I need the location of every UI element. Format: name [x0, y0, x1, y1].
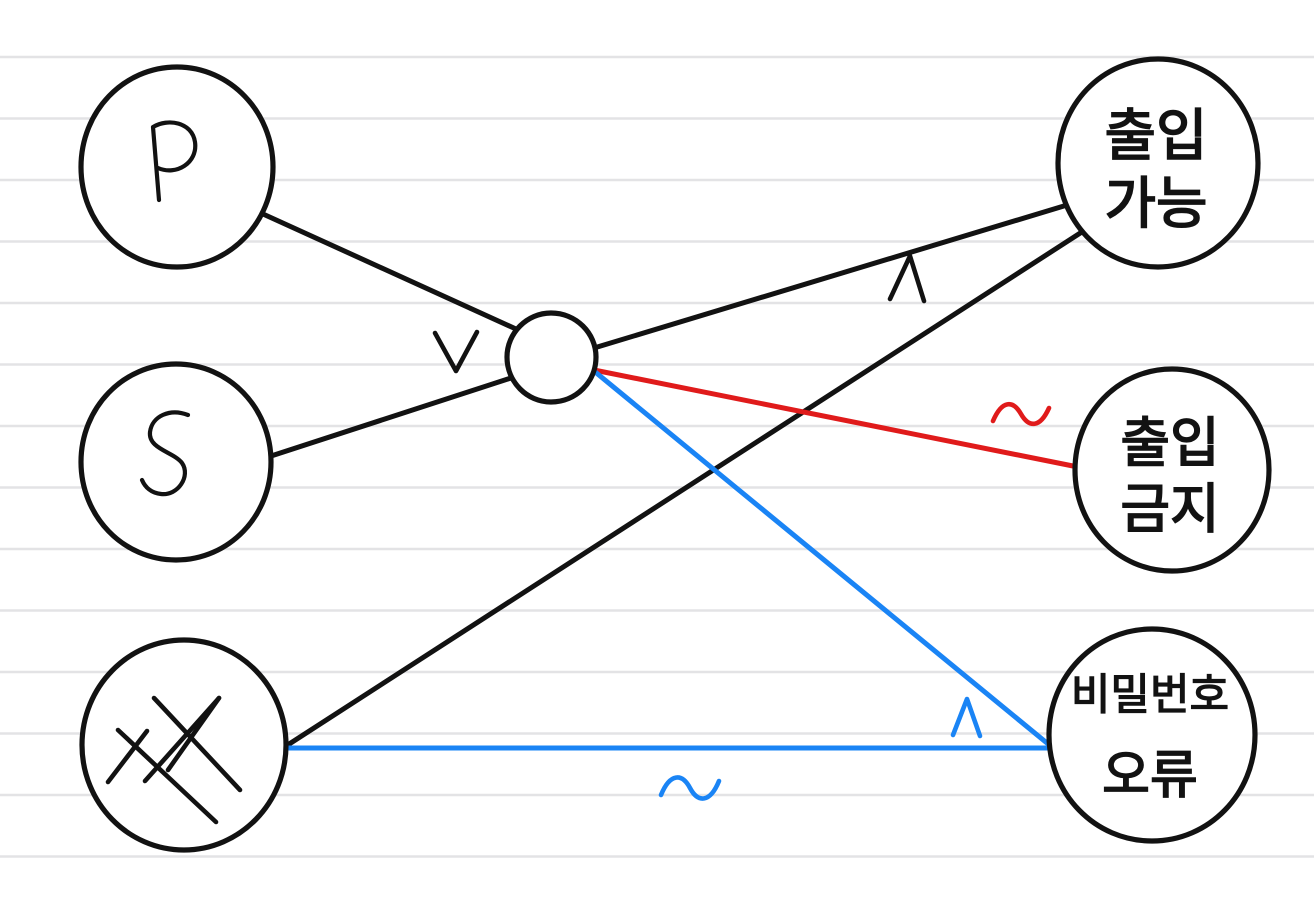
node-junction-outline [504, 310, 599, 405]
node-hash-label-glyph [105, 695, 243, 825]
node-s[interactable] [78, 361, 274, 563]
edge-junction-to-password-error [591, 368, 1056, 751]
and-label-entry-allowed-glyph [887, 253, 927, 304]
edge-hash-to-entry-allowed [280, 205, 1122, 751]
node-entry-denied-label-line1: 출입 [1120, 412, 1219, 475]
nodes-layer: 출입 가능 출입 금지 비밀번호 오류 [78, 56, 1272, 853]
edge-labels-layer [432, 253, 1052, 801]
node-hash[interactable] [79, 637, 289, 853]
and-label-password-error-glyph [950, 696, 983, 739]
node-junction[interactable] [504, 310, 599, 405]
node-entry-denied-label-line2: 금지 [1120, 478, 1219, 541]
edge-s-to-junction [265, 375, 514, 460]
edge-junction-to-entry-denied [591, 367, 1081, 470]
node-password-error-label-line2: 오류 [1102, 746, 1198, 806]
node-password-error-outline [1046, 626, 1258, 844]
node-entry-allowed-outline [1055, 56, 1261, 270]
edges-layer [260, 196, 1122, 751]
node-p-label-glyph [150, 120, 198, 203]
node-s-outline [78, 361, 274, 563]
node-p-outline [78, 64, 276, 270]
not-label-entry-denied-glyph [990, 402, 1052, 427]
node-entry-allowed-label-line2: 가능 [1104, 172, 1207, 237]
node-entry-allowed[interactable]: 출입 가능 [1055, 56, 1261, 270]
node-entry-denied[interactable]: 출입 금지 [1072, 366, 1272, 574]
node-password-error-label-line1: 비밀번호 [1071, 671, 1229, 721]
node-s-label-glyph [139, 410, 191, 497]
node-entry-allowed-label-line1: 출입 [1104, 104, 1207, 169]
edge-junction-to-entry-allowed [591, 196, 1090, 351]
node-p[interactable] [78, 64, 276, 270]
node-entry-denied-outline [1072, 366, 1272, 574]
edge-p-to-junction [260, 211, 519, 332]
node-password-error[interactable]: 비밀번호 오류 [1046, 626, 1258, 844]
not-label-password-error-glyph [658, 775, 722, 801]
or-label-glyph [432, 329, 480, 374]
